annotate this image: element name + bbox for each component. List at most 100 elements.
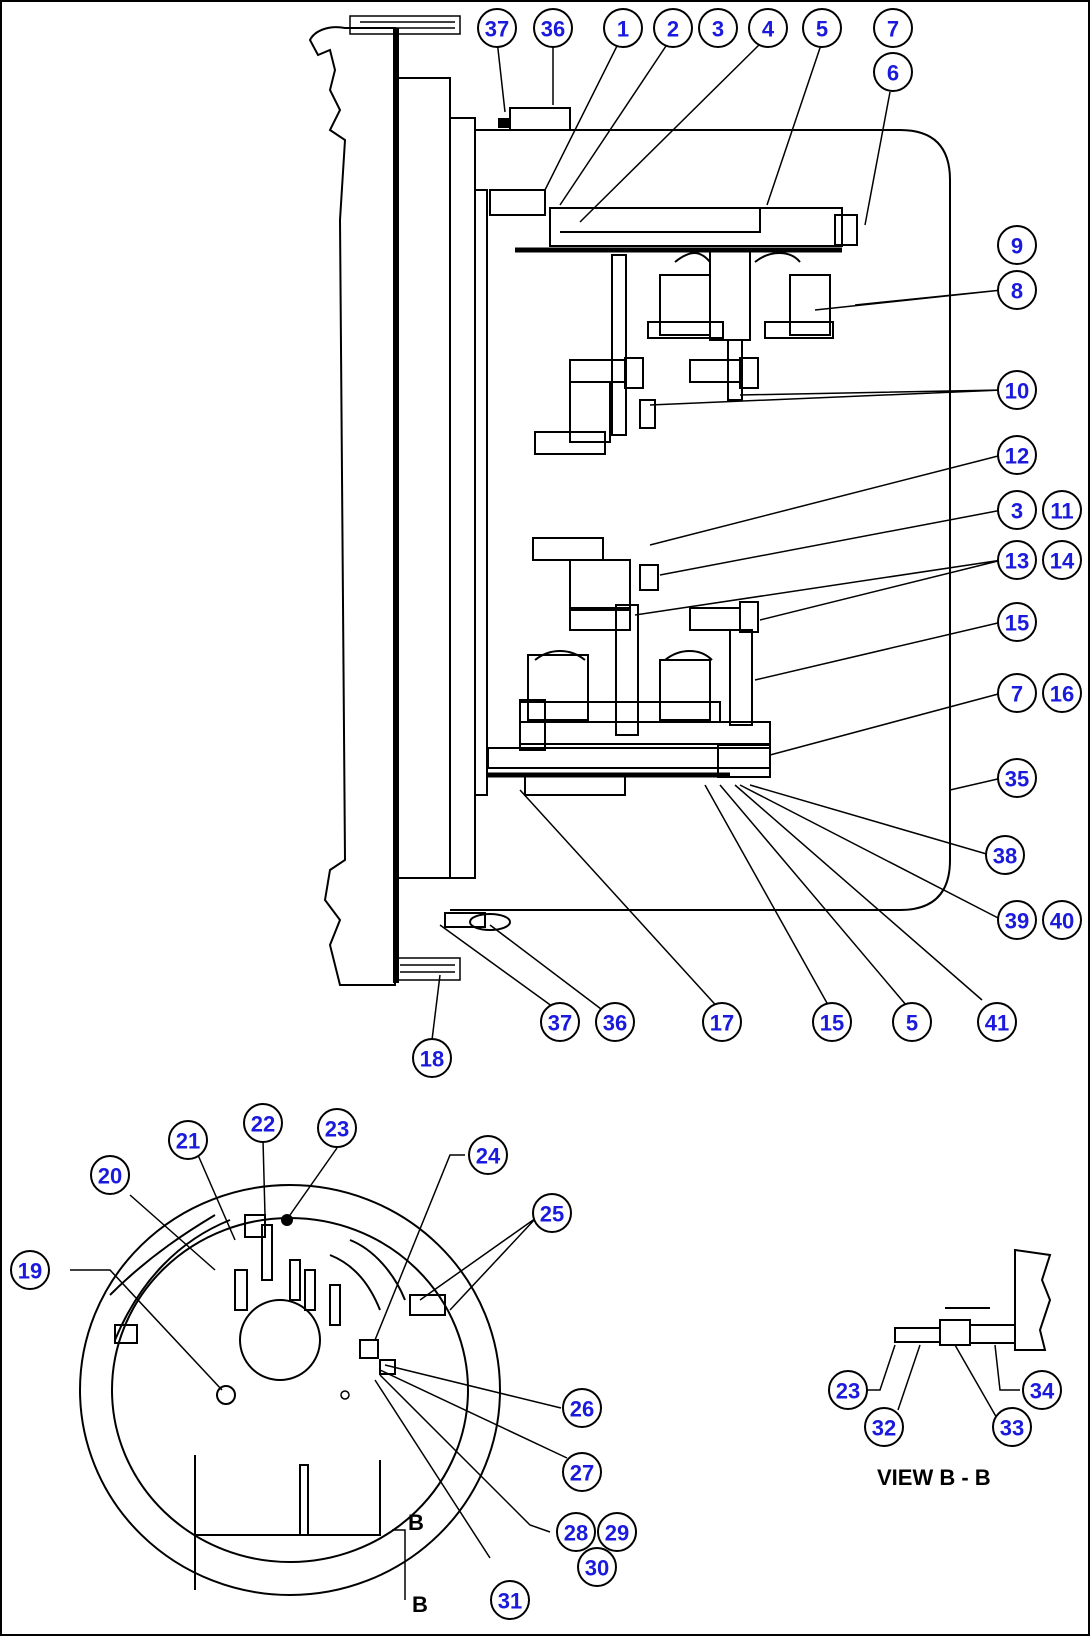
callout-circle [243,1103,283,1143]
callout-number: 22 [251,1112,275,1137]
callout-number: 15 [820,1011,844,1036]
callout-number: 3 [1011,499,1023,524]
callout-number: 12 [1005,444,1029,469]
callout-21: 21 [168,1120,208,1160]
callout-10: 10 [997,370,1037,410]
callout-circle [540,1002,580,1042]
callout-circle [468,1135,508,1175]
callout-number: 17 [710,1011,734,1036]
callout-number: 10 [1005,379,1029,404]
callout-27: 27 [562,1452,602,1492]
callout-circle [577,1547,617,1587]
callout-34: 34 [1022,1370,1062,1410]
callout-11: 11 [1042,490,1082,530]
callout-9: 9 [997,225,1037,265]
callout-circle [562,1388,602,1428]
callout-5: 5 [802,8,842,48]
callout-circle [1042,900,1082,940]
callout-36: 36 [595,1002,635,1042]
view-b-b-label: VIEW B - B [877,1465,991,1490]
callout-number: 37 [548,1011,572,1036]
callout-circle [992,1407,1032,1447]
callout-circle [532,1193,572,1233]
callout-circle [562,1452,602,1492]
callout-circle [997,225,1037,265]
callout-circle [1042,673,1082,713]
callout-37: 37 [540,1002,580,1042]
callout-number: 8 [1011,279,1023,304]
callout-13: 13 [997,540,1037,580]
callout-33: 33 [992,1407,1032,1447]
callout-circle [977,1002,1017,1042]
callout-39: 39 [997,900,1037,940]
callout-31: 31 [490,1580,530,1620]
callout-number: 23 [836,1379,860,1404]
callout-number: 41 [985,1011,1009,1036]
callout-23: 23 [317,1108,357,1148]
callout-number: 2 [667,17,679,42]
callout-number: 27 [570,1461,594,1486]
callout-circle [997,270,1037,310]
callout-6: 6 [873,52,913,92]
callout-number: 37 [485,17,509,42]
callout-circle [698,8,738,48]
callout-number: 28 [564,1521,588,1546]
lower-circular-view [79,1184,501,1596]
callout-number: 5 [906,1011,918,1036]
callout-3: 3 [698,8,738,48]
callout-number: 25 [540,1202,564,1227]
section-marker-top: B [408,1510,424,1535]
callout-number: 39 [1005,909,1029,934]
callout-circle [1042,540,1082,580]
leader-lines [70,39,1020,1600]
callout-8: 8 [997,270,1037,310]
callout-number: 19 [18,1259,42,1284]
callout-16: 16 [1042,673,1082,713]
callout-26: 26 [562,1388,602,1428]
callout-36: 36 [533,8,573,48]
callout-1: 1 [603,8,643,48]
callout-number: 34 [1030,1379,1055,1404]
callout-18: 18 [412,1038,452,1078]
callout-37: 37 [477,8,517,48]
callout-number: 7 [1011,682,1023,707]
callout-number: 21 [176,1129,200,1154]
callout-4: 4 [748,8,788,48]
callout-number: 32 [872,1416,896,1441]
callout-number: 13 [1005,549,1029,574]
callout-circle [997,900,1037,940]
callout-number: 9 [1011,234,1023,259]
callout-number: 16 [1050,682,1074,707]
callout-circle [873,8,913,48]
callout-circle [997,370,1037,410]
callout-circle [412,1038,452,1078]
callout-number: 3 [712,17,724,42]
callout-circle [477,8,517,48]
callout-38: 38 [985,835,1025,875]
callout-25: 25 [532,1193,572,1233]
callout-number: 38 [993,844,1017,869]
callout-number: 18 [420,1047,444,1072]
callout-number: 1 [617,17,629,42]
callout-circle [997,602,1037,642]
callout-number: 15 [1005,611,1029,636]
callout-circle [10,1250,50,1290]
callout-28: 28 [556,1512,596,1552]
callout-number: 31 [498,1589,522,1614]
callout-circle [533,8,573,48]
callout-circle [653,8,693,48]
callout-circle [556,1512,596,1552]
callout-circle [317,1108,357,1148]
callout-15: 15 [997,602,1037,642]
callout-circle [985,835,1025,875]
callout-number: 36 [603,1011,627,1036]
callout-number: 5 [816,17,828,42]
callout-22: 22 [243,1103,283,1143]
callout-circle [90,1155,130,1195]
callout-17: 17 [702,1002,742,1042]
section-marker-bottom: B [412,1592,428,1617]
callout-number: 11 [1050,499,1073,524]
